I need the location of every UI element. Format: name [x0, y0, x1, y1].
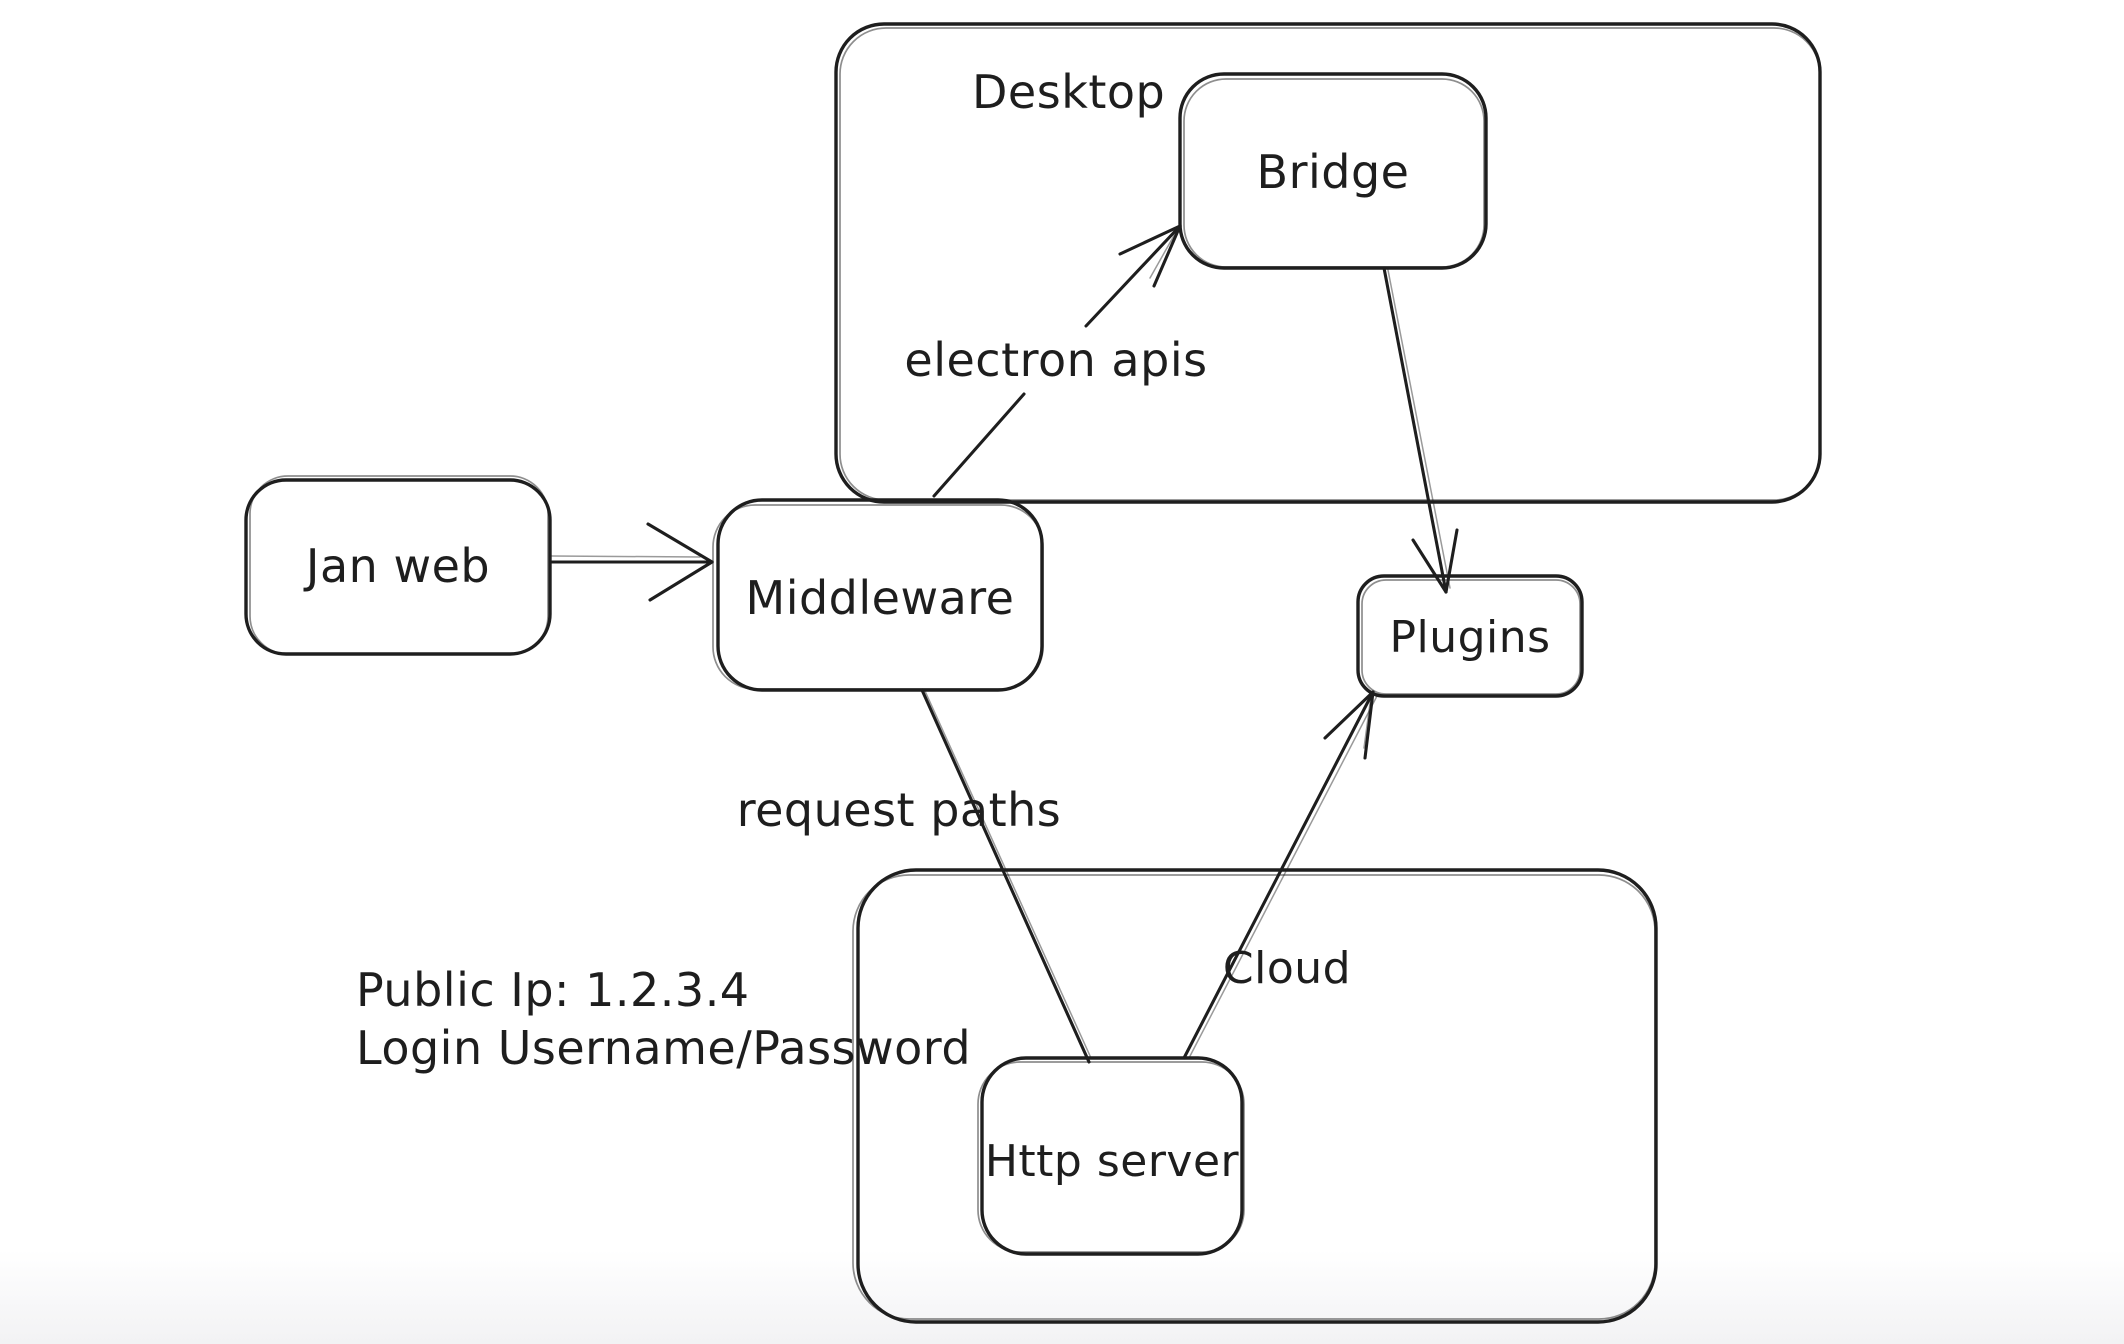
sketch-overdraw	[1149, 231, 1177, 279]
edge-middleware-to-bridge[interactable]: electron apis	[904, 224, 1207, 498]
sketch-overdraw	[839, 27, 1821, 501]
edge-jan-web-to-middleware[interactable]	[550, 522, 714, 602]
sketch-overdraw	[1363, 695, 1372, 749]
plugins-box[interactable]	[1356, 574, 1584, 698]
middleware-box[interactable]	[716, 498, 1044, 692]
arrowhead-right-icon	[646, 522, 714, 602]
edge-line[interactable]	[920, 688, 1091, 1064]
desktop-container-label[interactable]: Desktop	[972, 65, 1165, 119]
cloud-container-outline[interactable]	[856, 868, 1658, 1324]
sketch-overdraw	[1361, 579, 1581, 695]
sketch-overdraw	[852, 874, 1656, 1320]
arrowhead-up-right-icon	[1118, 224, 1182, 288]
edge-middleware-to-http-server[interactable]: request paths	[737, 688, 1092, 1064]
node-http-server[interactable]: Http server	[977, 1056, 1245, 1256]
bridge-box[interactable]	[1178, 72, 1488, 270]
edge-line[interactable]	[1182, 690, 1375, 1060]
http-server-label: Http server	[985, 1136, 1240, 1187]
node-jan-web[interactable]: Jan web	[244, 475, 552, 656]
node-plugins[interactable]: Plugins	[1356, 574, 1584, 698]
annotation-login[interactable]: Login Username/Password	[356, 1021, 971, 1075]
annotation-public-ip[interactable]: Public Ip: 1.2.3.4	[356, 963, 750, 1017]
sketch-overdraw	[551, 555, 701, 558]
sketch-overdraw	[977, 1061, 1245, 1253]
sketch-overdraw	[1183, 78, 1485, 268]
cloud-container-label[interactable]: Cloud	[1223, 943, 1351, 994]
edge-line-lower-segment[interactable]	[932, 392, 1026, 498]
jan-web-label: Jan web	[303, 539, 490, 593]
annotation-credentials[interactable]: Public Ip: 1.2.3.4 Login Username/Passwo…	[356, 963, 971, 1075]
middleware-label: Middleware	[746, 571, 1015, 625]
arrowhead-down-icon	[1411, 528, 1459, 594]
node-bridge[interactable]: Bridge	[1178, 72, 1488, 270]
arrowhead-up-icon	[1323, 690, 1375, 760]
sketch-overdraw	[712, 504, 1044, 690]
edge-bridge-to-plugins[interactable]	[1382, 266, 1459, 594]
container-desktop[interactable]: Desktop	[834, 22, 1822, 504]
sketch-overdraw	[1188, 695, 1378, 1059]
bridge-label: Bridge	[1257, 145, 1410, 199]
plugins-label: Plugins	[1389, 612, 1550, 663]
node-middleware[interactable]: Middleware	[712, 498, 1044, 692]
sketch-overdraw	[249, 475, 549, 655]
container-cloud[interactable]: Cloud	[852, 868, 1658, 1324]
edge-line-upper-segment[interactable]	[1084, 224, 1182, 328]
http-server-box[interactable]	[980, 1056, 1244, 1256]
edge-line[interactable]	[1382, 266, 1448, 594]
edge-label-request-paths[interactable]: request paths	[737, 783, 1062, 837]
edge-label-electron-apis[interactable]: electron apis	[904, 333, 1207, 387]
sketch-overdraw	[924, 690, 1092, 1059]
edge-http-server-to-plugins[interactable]	[1182, 690, 1378, 1060]
sketch-overdraw	[1387, 269, 1451, 589]
